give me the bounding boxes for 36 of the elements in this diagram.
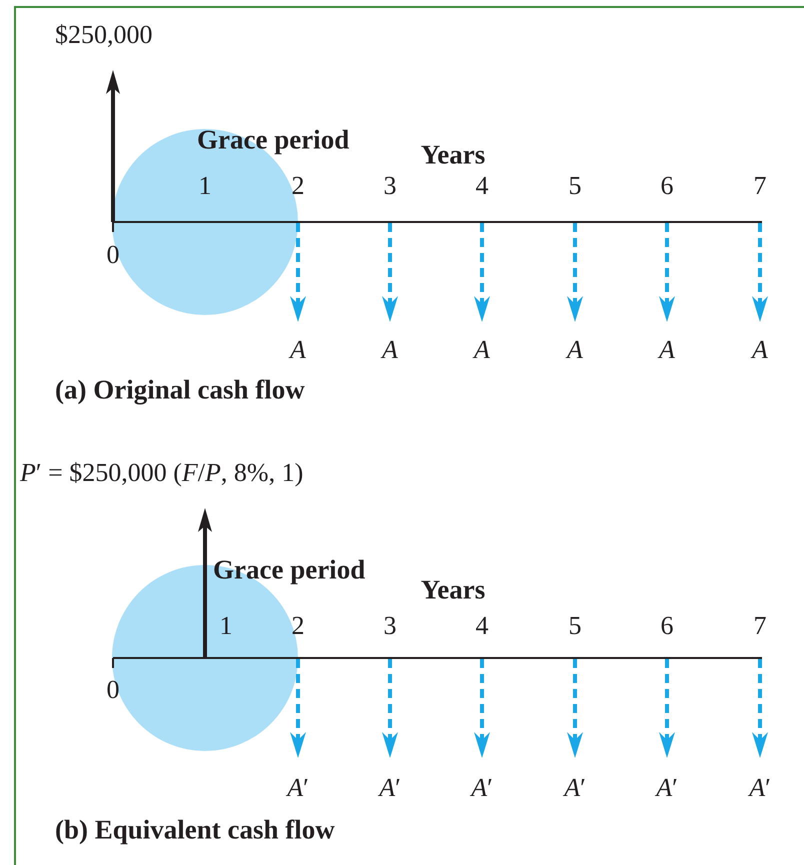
cash-flow-label: A′ [656,775,678,801]
grace-period-label: Grace period [213,556,366,584]
axis-title: Years [420,576,486,604]
cash-flow-label: A [567,337,583,363]
tick-label: 2 [292,173,304,199]
tick-label: 3 [384,173,396,199]
cash-flow-label: A [659,337,675,363]
tick-label: 2 [292,613,304,639]
tick-label: 3 [384,613,396,639]
tick-label: 1 [220,613,232,639]
amount-label: $250,000 [55,22,152,48]
cash-flow-label: A′ [564,775,586,801]
tick-label: 4 [476,173,488,199]
tick-label: 1 [198,173,212,199]
panel-caption: (a) Original cash flow [55,376,305,404]
tick-label: 4 [476,613,488,639]
cash-flow-label: A [474,337,490,363]
tick-label: 0 [106,677,120,703]
tick-label: 0 [106,242,120,268]
tick-label: 6 [660,613,674,639]
cash-flow-label: A′ [471,775,493,801]
tick-label: 5 [568,613,582,639]
panel-caption: (b) Equivalent cash flow [55,816,335,844]
cash-flow-label: A [752,337,768,363]
formula-label: P′ = $250,000 (F/P, 8%, 1) [20,460,304,486]
cash-flow-label: A′ [749,775,771,801]
cash-flow-label: A [290,337,306,363]
tick-label: 5 [568,173,582,199]
cash-flow-label: A′ [379,775,401,801]
cash-flow-label: A′ [287,775,309,801]
grace-period-label: Grace period [197,126,350,154]
tick-label: 7 [754,613,766,639]
tick-label: 7 [754,173,766,199]
cash-flow-label: A [382,337,398,363]
tick-label: 6 [660,173,674,199]
axis-title: Years [420,142,486,168]
